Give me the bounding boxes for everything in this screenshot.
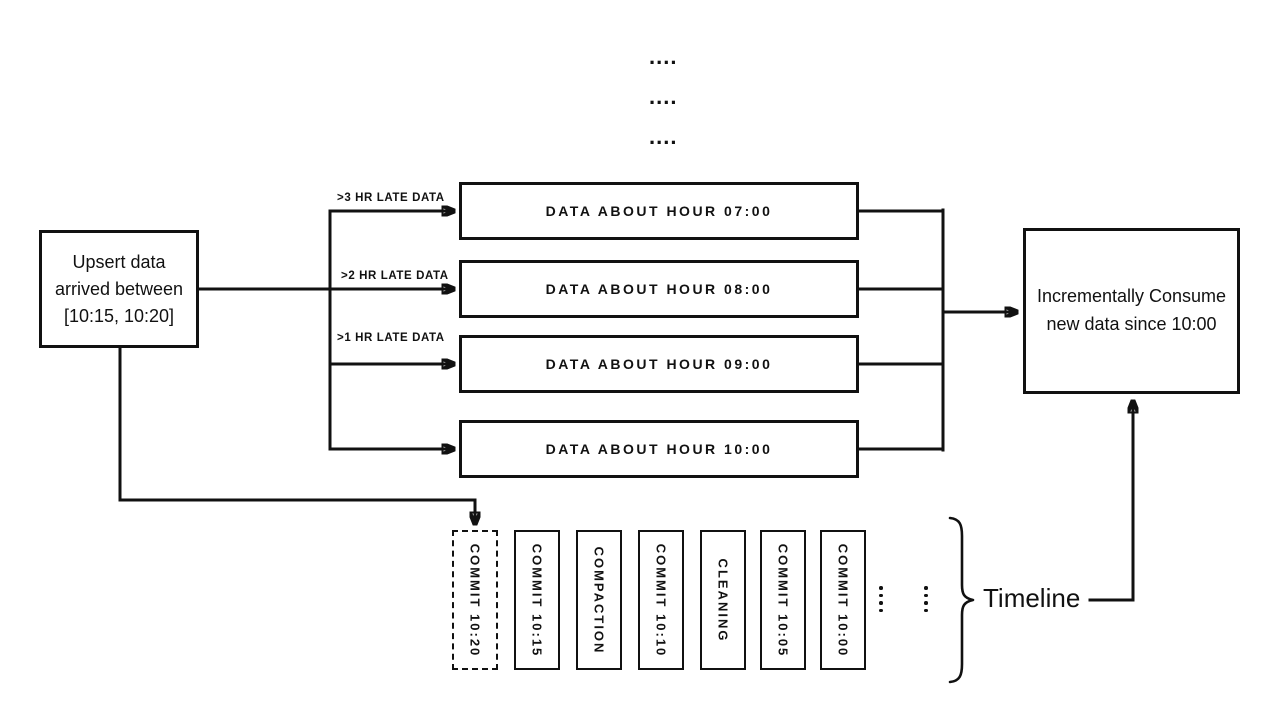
incremental-consume-box: Incrementally Consume new data since 10:… [1023,228,1240,394]
incremental-consume-line-2: new data since 10:00 [1046,314,1217,334]
timeline-ellipsis-icon [879,586,883,612]
timeline-commit-1005-label: COMMIT 10:05 [775,543,791,657]
timeline-cleaning-label: CLEANING [715,558,731,642]
hour-box-0700-label: DATA ABOUT HOUR 07:00 [545,203,773,219]
hour-box-1000-label: DATA ABOUT HOUR 10:00 [545,441,773,457]
incremental-consume-text: Incrementally Consume new data since 10:… [1037,283,1226,339]
top-ellipsis-row: .... [649,44,678,69]
timeline-brace [948,516,975,684]
timeline-commit-1015: COMMIT 10:15 [514,530,560,670]
hour-box-0900-label: DATA ABOUT HOUR 09:00 [545,356,773,372]
timeline-compaction-label: COMPACTION [591,546,607,654]
timeline-commit-1010: COMMIT 10:10 [638,530,684,670]
hour-box-0900: DATA ABOUT HOUR 09:00 [459,335,859,393]
top-ellipsis-row: .... [649,84,678,109]
top-ellipsis-row: .... [649,124,678,149]
timeline-commit-1000-label: COMMIT 10:00 [835,543,851,657]
timeline-commit-1015-label: COMMIT 10:15 [529,543,545,657]
upsert-data-box: Upsert data arrived between [10:15, 10:2… [39,230,199,348]
timeline-cleaning: CLEANING [700,530,746,670]
timeline-commit-1010-label: COMMIT 10:10 [653,543,669,657]
arrow-upsert-to-commit [118,346,475,526]
incremental-consume-line-1: Incrementally Consume [1036,286,1227,307]
timeline-commit-1005: COMMIT 10:05 [760,530,806,670]
upsert-line-1: Upsert data [72,251,166,272]
late-label-3hr: >3 HR LATE DATA [337,192,445,204]
late-label-2hr: >2 HR LATE DATA [341,270,449,282]
hour-box-1000: DATA ABOUT HOUR 10:00 [459,420,859,478]
timeline-label: Timeline [983,583,1081,613]
upsert-line-3: [10:15, 10:20] [63,305,175,326]
late-label-1hr: >1 HR LATE DATA [337,332,445,344]
upsert-data-text: Upsert data arrived between [10:15, 10:2… [55,249,183,330]
arrow-timeline-to-consumer [1088,399,1133,602]
upsert-line-2: arrived between [54,278,184,299]
timeline-ellipsis-icon [924,586,928,612]
timeline-commit-1020-label: COMMIT 10:20 [467,543,483,657]
hour-box-0800-label: DATA ABOUT HOUR 08:00 [545,281,773,297]
timeline-commit-1000: COMMIT 10:00 [820,530,866,670]
timeline-compaction: COMPACTION [576,530,622,670]
timeline-commit-1020: COMMIT 10:20 [452,530,498,670]
hour-box-0800: DATA ABOUT HOUR 08:00 [459,260,859,318]
hour-box-0700: DATA ABOUT HOUR 07:00 [459,182,859,240]
